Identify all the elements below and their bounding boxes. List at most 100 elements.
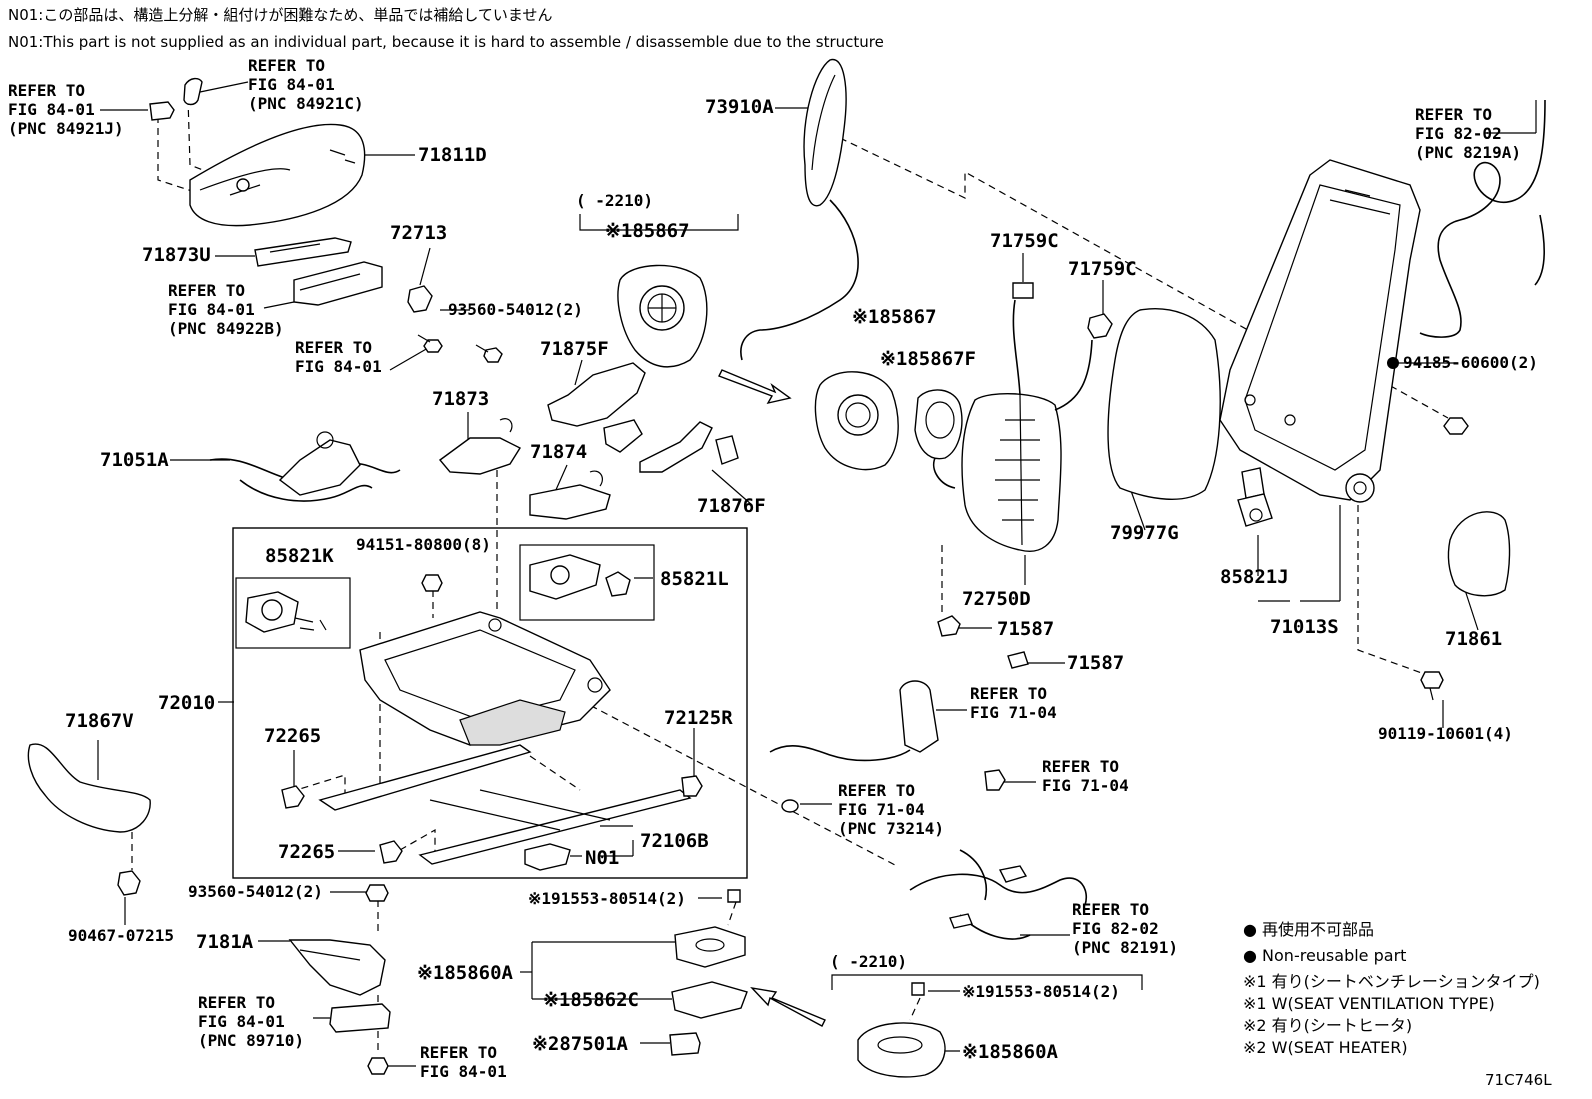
part-72010 [359,611,611,746]
part-71013S [1219,159,1421,503]
part-84922B [293,261,383,306]
part-85821L [529,554,631,600]
motor-85821K-box [235,577,351,649]
label-85821J: 85821J [1220,566,1289,588]
part-71873U [254,237,352,267]
figure-code: 71C746L [1485,1071,1552,1089]
label-71013S: 71013S [1270,616,1339,638]
label-72010: 72010 [158,692,216,714]
part-71587 [937,615,1029,669]
part-185867-upper [617,264,708,368]
ref-8401: REFER TO FIG 84-01 [295,338,382,376]
part-90467 [117,870,141,896]
label-94185: 94185-60600(2) [1403,353,1538,372]
part-72265 [281,785,403,864]
ref-7104-a: REFER TO FIG 71-04 [970,684,1057,722]
part-73214 [781,799,799,813]
label-191553-lower: ※191553-80514(2) [962,982,1120,1001]
label-72750D: 72750D [962,588,1031,610]
label-185867-upper: ※185867 [605,220,690,242]
legend-bullets [1387,357,1399,369]
note-n01-jp: N01:この部品は、構造上分解・組付けが困難なため、単品では補給していません [8,6,553,24]
label-71811D: 71811D [418,144,487,166]
label-185860A-upper: ※185860A [417,962,513,984]
ref-84922B: REFER TO FIG 84-01 (PNC 84922B) [168,281,284,338]
ref-84921J: REFER TO FIG 84-01 (PNC 84921J) [8,81,124,138]
part-79977G [1107,308,1221,500]
bolts [417,334,503,363]
ref-7104-b: REFER TO FIG 71-04 [1042,757,1129,795]
label-72265-b: 72265 [278,841,336,863]
label-72125R: 72125R [664,707,733,729]
part-185860A-lower [857,1022,946,1078]
part-71861 [1447,511,1511,597]
label-71587-a: 71587 [997,618,1055,640]
label-93560-lower: 93560-54012(2) [188,882,323,901]
label-185860A-lower: ※185860A [962,1041,1058,1063]
part-94185 [1443,417,1469,435]
label-71876F: 71876F [697,495,766,517]
part-185867F [914,389,963,489]
part-93560-lower [365,884,389,902]
label-93560-upper: 93560-54012(2) [448,300,583,319]
motor-85821L-box [519,544,655,621]
legend-ventilation-en: ※1 W(SEAT VENTILATION TYPE) [1243,994,1495,1013]
ref-73214: REFER TO FIG 71-04 (PNC 73214) [838,781,944,838]
label-185862C: ※185862C [543,989,639,1011]
part-85821J [1237,467,1273,527]
label-71875F: 71875F [540,338,609,360]
direction-arrows [718,369,826,1027]
part-89710 [329,1003,391,1033]
part-185867-lower [814,371,899,471]
label-N01: N01 [585,847,620,869]
part-94151 [421,574,443,592]
part-185862C [671,981,748,1019]
label-72713: 72713 [390,222,448,244]
label-185867F: ※185867F [880,348,976,370]
label-72106B: 72106B [640,830,709,852]
part-191553-screws [727,889,925,996]
label-87501A: ※287501A [532,1033,628,1055]
part-71759C [1012,282,1113,339]
part-185860A-upper [674,926,746,968]
part-71051A [209,431,401,502]
part-85821K [245,591,327,633]
label-71759C-a: 71759C [990,230,1059,252]
part-7104-buckle [769,680,1006,791]
label-79977G: 79977G [1110,522,1179,544]
label-90119: 90119-10601(4) [1378,724,1513,743]
legend-non-reusable-en: ● Non-reusable part [1243,946,1407,965]
track-assembly-box [232,527,748,879]
part-90119 [1420,671,1444,701]
label-71867V: 71867V [65,710,134,732]
part-71874 [529,470,611,520]
label-71873U: 71873U [142,244,211,266]
part-71875F [547,362,646,453]
label-71873: 71873 [432,388,490,410]
label-185860A-range: ( -2210) [830,952,908,971]
part-71876F [639,421,739,473]
part-73910A [740,58,859,361]
label-71874: 71874 [530,441,588,463]
part-82191-harness [909,849,1087,940]
label-71759C-b: 71759C [1068,258,1137,280]
label-94151: 94151-80800(8) [356,535,491,554]
legend-non-reusable-jp: ● 再使用不可部品 [1243,920,1375,939]
ref-89710: REFER TO FIG 84-01 (PNC 89710) [198,993,304,1050]
part-7181A [288,939,386,996]
leader-lines [97,81,1537,1067]
label-85821L: 85821L [660,568,729,590]
label-7181A: 7181A [196,931,254,953]
part-8219A-harness [1419,99,1546,338]
label-71861: 71861 [1445,628,1503,650]
part-8401-clip [367,1057,389,1075]
part-71873 [438,418,522,475]
part-84921J [149,77,203,121]
ref-8401-b: REFER TO FIG 84-01 [420,1043,507,1081]
ref-82191: REFER TO FIG 82-02 (PNC 82191) [1072,900,1178,957]
part-72125R [681,775,703,797]
label-72265-a: 72265 [264,725,322,747]
part-72713 [407,285,433,313]
ref-84921C: REFER TO FIG 84-01 (PNC 84921C) [248,56,364,113]
